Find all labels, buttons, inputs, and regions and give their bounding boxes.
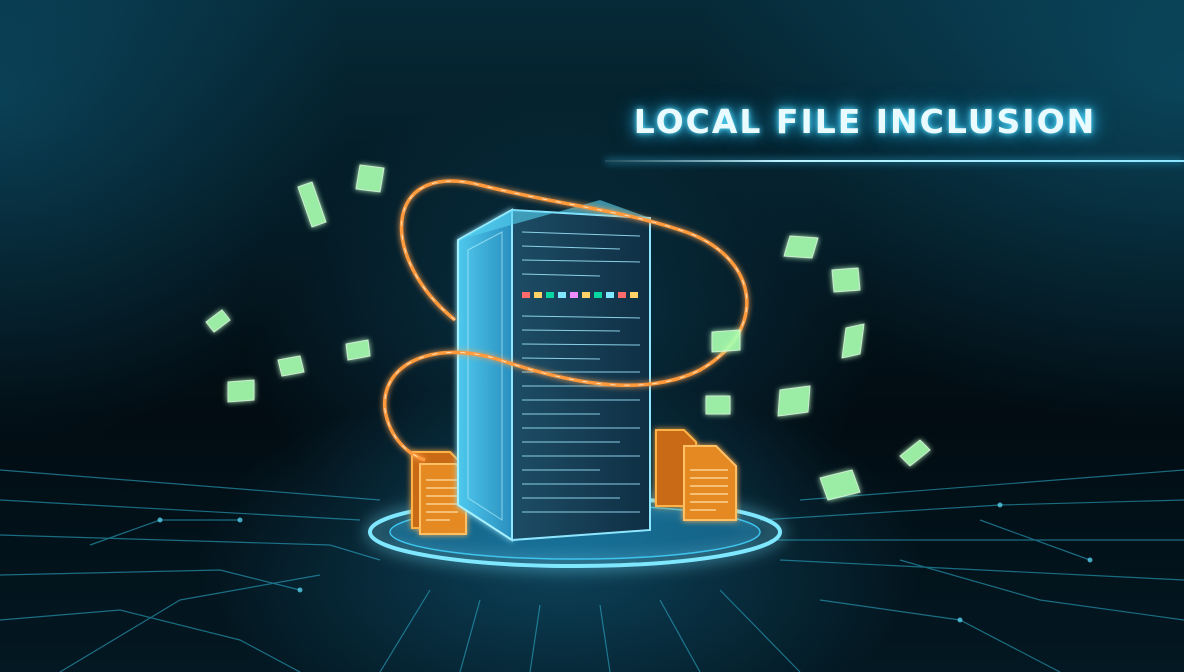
circuit-nodes [157, 502, 1093, 623]
floating-green-documents [205, 164, 931, 501]
headline-underline [605, 160, 1184, 162]
server-tower [457, 200, 651, 542]
server-led-strip [522, 292, 638, 298]
orange-document-stack-right [655, 429, 737, 521]
headline-title: LOCAL FILE INCLUSION [633, 102, 1097, 141]
orange-document-stack-left [411, 451, 467, 535]
